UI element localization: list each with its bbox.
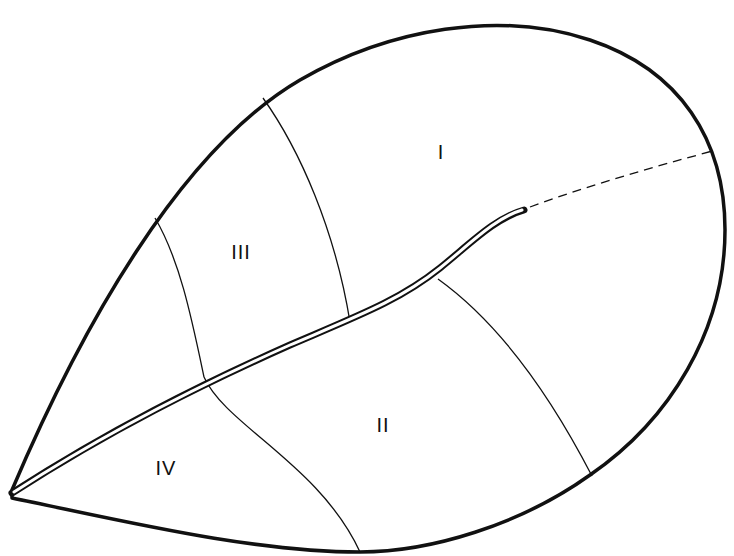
vein	[155, 218, 204, 377]
region-number: I	[438, 142, 445, 162]
veins	[155, 98, 592, 552]
region-number: IV	[156, 458, 177, 478]
midrib-inner	[14, 210, 522, 492]
leaf-outline	[12, 25, 725, 552]
vein	[204, 377, 360, 552]
midrib-dashed	[530, 150, 716, 207]
region-number: III	[231, 242, 251, 262]
vein	[438, 279, 592, 476]
midrib-outer	[12, 210, 524, 493]
region-number: II	[376, 415, 389, 435]
vein	[263, 98, 350, 322]
